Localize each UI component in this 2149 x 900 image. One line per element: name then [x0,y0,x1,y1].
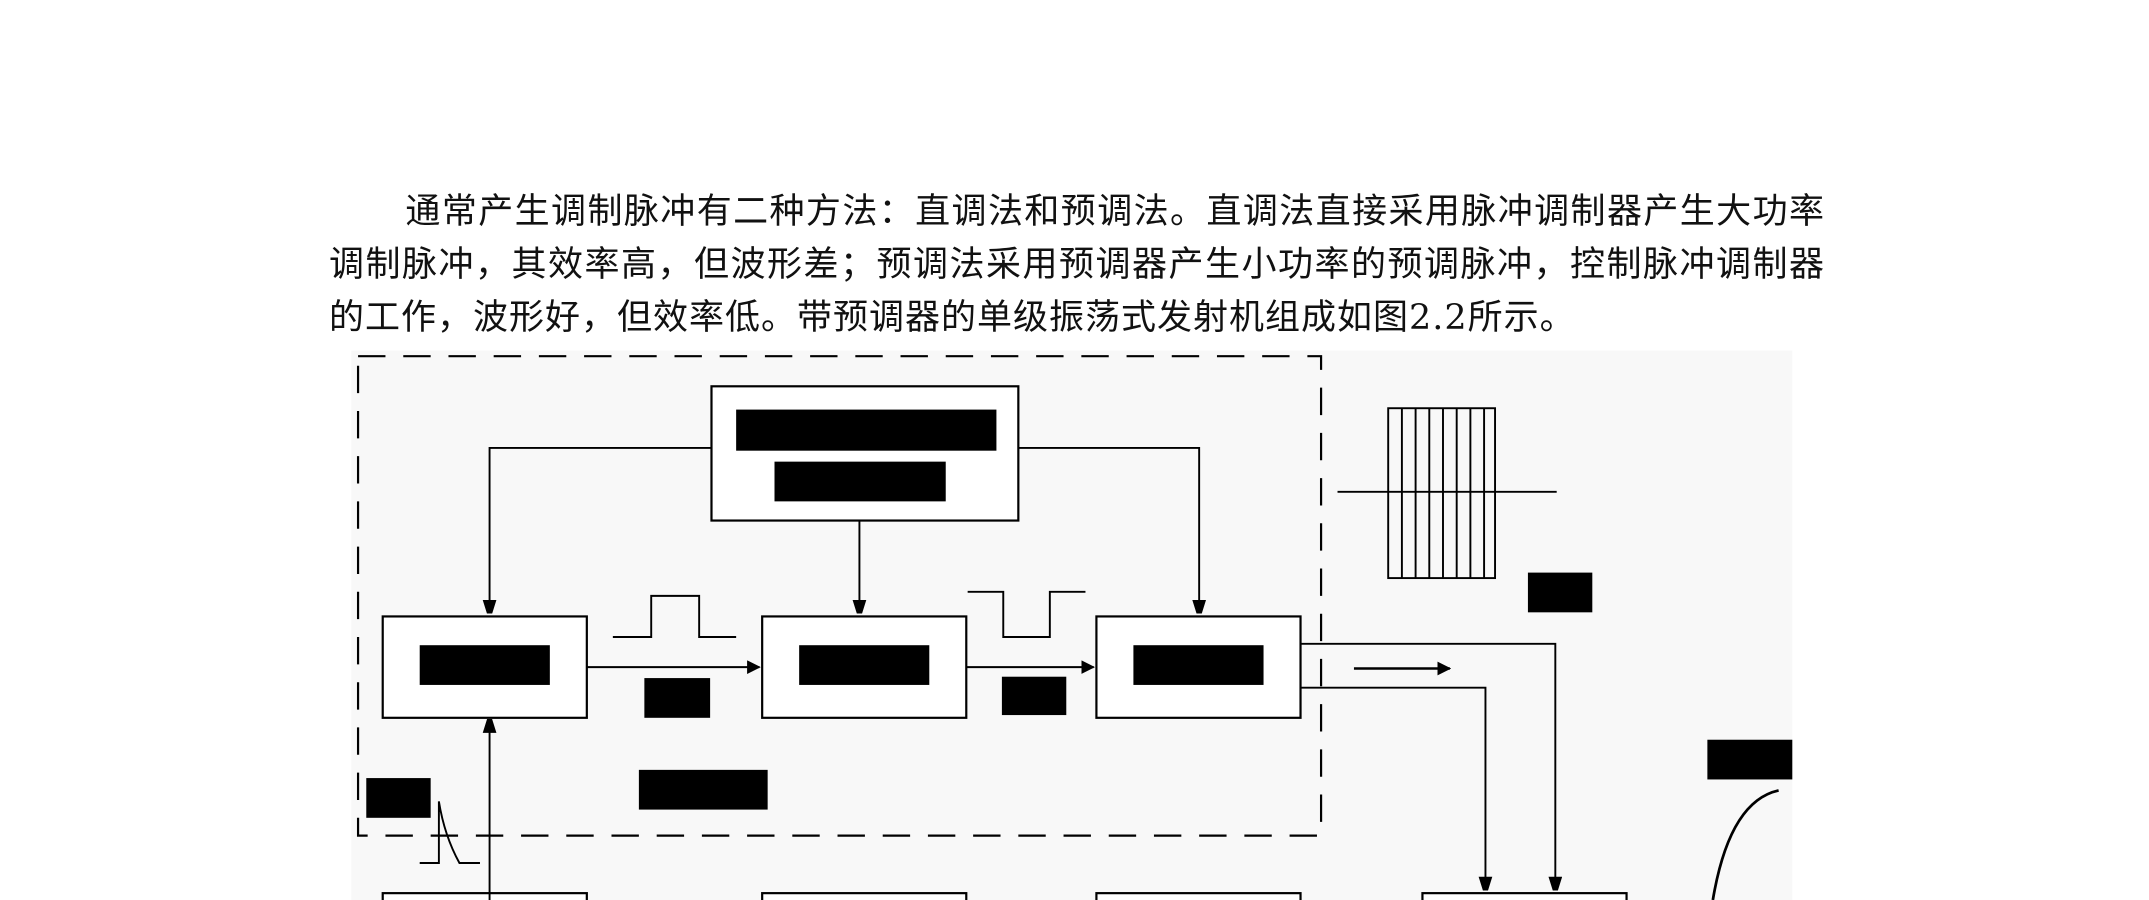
output-line-2 [1300,686,1486,888]
label-redacted [638,769,768,810]
bottom-block-3 [1095,892,1302,900]
label-redacted [774,461,946,502]
positive-pulse-waveform [612,594,737,638]
label-redacted [1527,572,1593,613]
bottom-block-2 [761,892,968,900]
label-redacted [419,645,550,685]
negative-pulse-waveform [967,590,1086,638]
paragraph-text: 通常产生调制脉冲有二种方法：直调法和预调法。直调法直接采用脉冲调制器产生大功率调… [329,192,1825,338]
redacted-labels [366,409,1793,818]
output-line-1 [1300,642,1556,888]
antenna-curve [1711,789,1779,900]
diagram-background [351,350,1793,900]
label-redacted [644,678,711,718]
bottom-block-1 [381,892,588,900]
label-redacted [366,778,431,818]
dashed-boundary [356,355,1323,837]
bottom-block-4 [1421,892,1628,900]
body-paragraph: 通常产生调制脉冲有二种方法：直调法和预调法。直调法直接采用脉冲调制器产生大功率调… [329,186,1825,345]
connector-top-right [1018,446,1199,611]
label-redacted [1001,676,1067,716]
label-redacted [1133,645,1264,685]
label-redacted [736,409,997,451]
trigger-pulse-waveform [419,801,480,864]
connector-top-left [490,446,712,611]
label-redacted [1707,739,1793,780]
label-redacted [799,645,930,685]
pulse-train-grid [1337,407,1557,580]
